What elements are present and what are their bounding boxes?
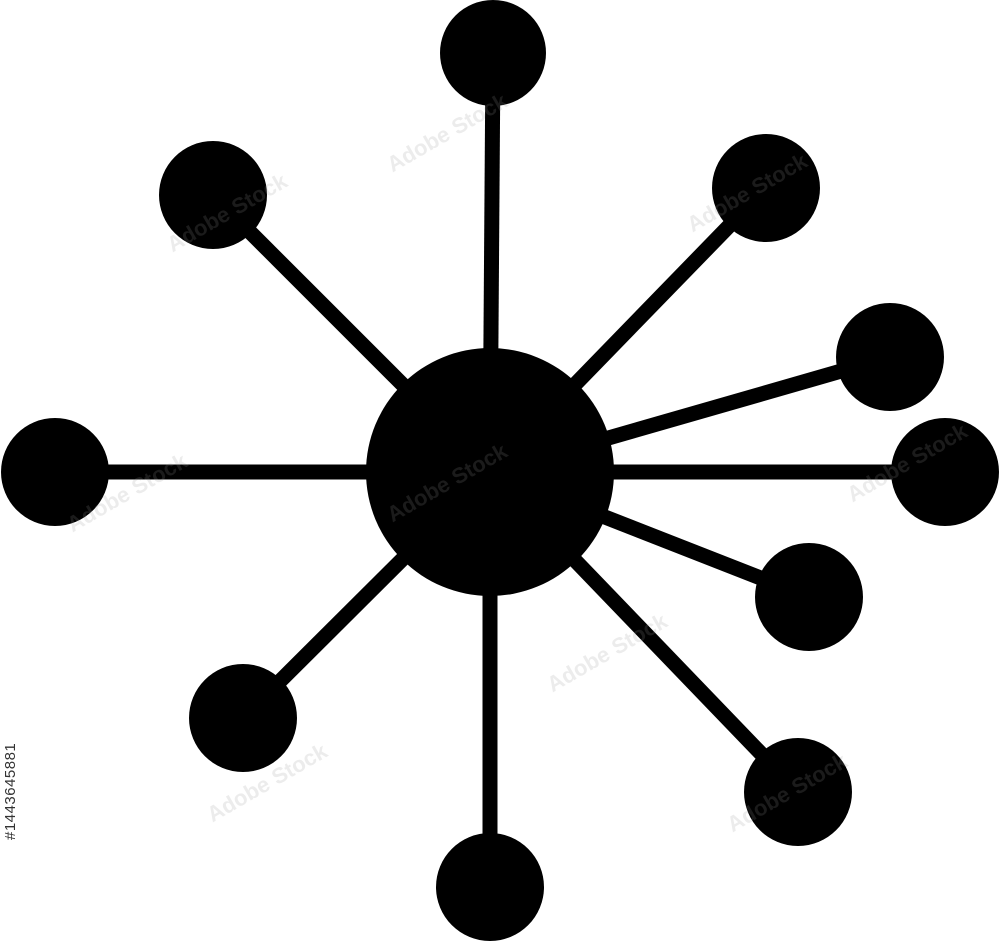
spoke-right-lower-node xyxy=(755,543,863,651)
spoke-bottom-left-node xyxy=(189,664,297,772)
spoke-top-node xyxy=(440,0,546,106)
spoke-right-node xyxy=(891,418,999,526)
spoke-bottom-node xyxy=(436,833,544,941)
spoke-bottom-right-node xyxy=(744,738,852,846)
hub-node xyxy=(366,348,614,596)
spoke-top-right-node xyxy=(712,134,820,242)
spoke-right-upper-node xyxy=(836,303,944,411)
spoke-left-node xyxy=(1,418,109,526)
spoke-top-left-node xyxy=(159,141,267,249)
stock-id-label: #1443645881 xyxy=(2,742,19,840)
